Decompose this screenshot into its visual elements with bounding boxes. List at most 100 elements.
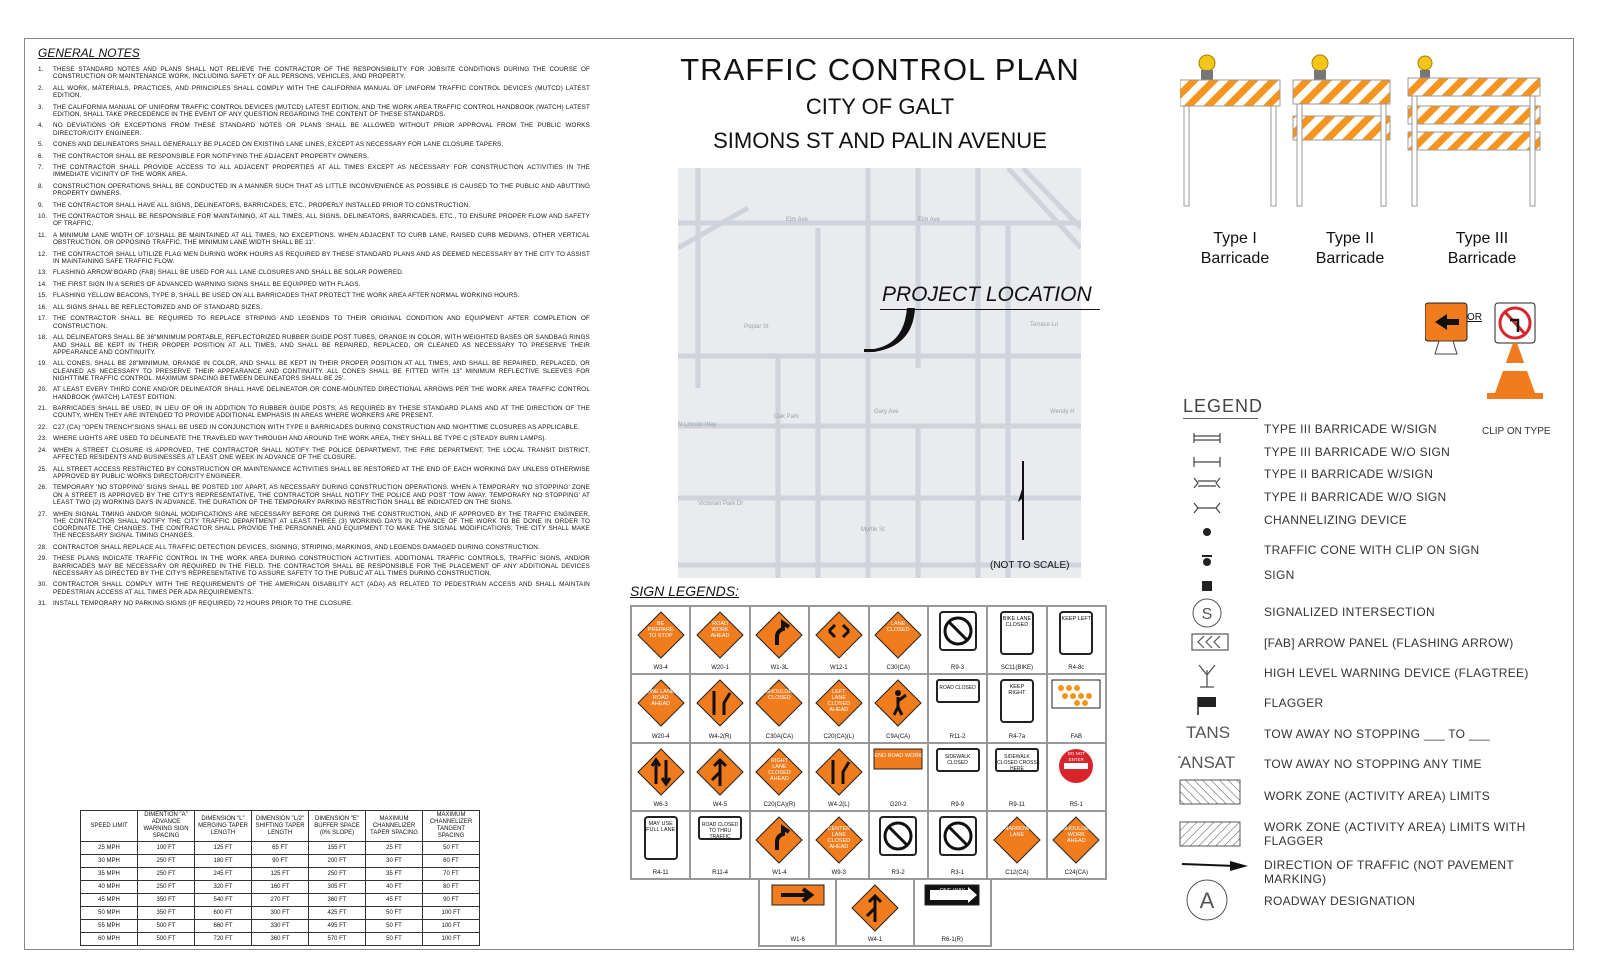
two-way-icon [650,756,671,787]
sign-code: R3-2 [891,870,905,876]
note-number: 13. [38,269,48,277]
sign-code: C9A(CA) [886,733,911,740]
channelizing-device-symbol [1203,528,1211,536]
type-iii-barricade-sign-symbol [1193,433,1221,443]
note-text: All work, materials, practices, and prin… [53,84,590,100]
sign-code: R4-11 [652,870,669,876]
note-text: The contractor shall provide access to a… [53,164,590,179]
dimension-cell: 35 MPH [80,867,138,881]
note-number: 12. [38,250,48,258]
note-number: 21. [38,405,48,413]
location-map: Elm Ave Elm Ave Poplar St Gary Ave Victo… [678,168,1081,578]
note-number: 8. [38,182,44,190]
note-item: 25.All street access restricted by const… [38,466,590,481]
dimension-header-cell: DIMENSION "L" MERGING TAPER LENGTH [194,810,252,842]
sign-cell: W6-3 [631,742,691,811]
dimension-cell: 300 FT [251,906,309,920]
note-text: At least every third cone and/or delinea… [53,386,590,401]
sign-code: C30(CA) [886,665,910,672]
sign-face-text: SHOULDER CLOSED [765,689,796,702]
dimension-cell: 50 FT [365,906,423,920]
note-text: Contractor shall replace all traffic det… [53,543,540,551]
sign-code: W4-2(L) [827,801,850,808]
guide-sign [873,748,923,769]
regulatory-sign [938,815,977,856]
dimension-cell: 30 FT [365,854,423,868]
dimension-cell: 40 MPH [80,880,138,894]
sign-face-text: END ROAD WORK [874,752,923,759]
warning-sign [815,747,863,796]
dimension-cell: 660 FT [194,919,252,933]
dimension-cell: 180 FT [194,854,252,868]
dimension-cell: 30 MPH [80,854,138,868]
sign-face-text: ROAD CLOSED [939,685,976,692]
warning-sign [993,816,1041,864]
street-label: Poplar St [744,324,769,330]
sign-code: W4-2(R) [708,733,732,740]
sign-cell: R3-2 [868,810,928,879]
type-iii-barricade-symbol [1193,457,1221,467]
sign-face-text: SIDEWALK CLOSED [944,753,971,766]
legend-item-label: HIGH LEVEL WARNING DEVICE (FLAGTREE) [1264,666,1529,680]
note-item: 30.Contractor shall comply with the requ… [38,581,590,596]
note-number: 15. [38,292,48,300]
sign-code: W9-3 [831,870,846,876]
sign-face-text: SHOULDER WORK AHEAD [1062,825,1093,844]
dimension-cell: 250 FT [308,867,366,881]
warning-sign [755,816,804,864]
note-text: Barricades shall be used, in lieu of or … [53,405,590,420]
legend-title: LEGEND [1183,396,1264,416]
note-item: 26.Temporary 'No stopping' signs shall b… [38,484,590,506]
warning-sign [755,611,804,659]
flagger-symbol [1197,697,1216,715]
location-name: SIMONS ST AND PALIN AVENUE [713,128,1047,153]
sign-cell: R9-3 [927,606,988,675]
note-item: 31.Install temporary no parking signs (i… [38,600,590,607]
project-location-marker [864,308,915,352]
clip-on-type-label: CLIP ON TYPE [1482,426,1551,437]
note-number: 5. [38,141,44,149]
dimension-cell: 70 FT [422,867,480,881]
dimension-cell: 720 FT [194,932,252,946]
note-text: Where lights are used to delineate the t… [53,435,547,443]
dimension-header-cell: MAXIMUM CHANNELIZER TANGENT SPACING [422,810,480,842]
general-notes: GENERAL NOTES 1.These standard notes and… [38,46,590,612]
sign-legends-title: SIGN LEGENDS: [630,583,739,599]
roadway-letter: A [1200,888,1215,913]
sign-code: W4-5 [712,801,728,808]
dimension-cell: 160 FT [251,880,309,894]
warning-sign [696,679,744,727]
note-item: 27.When signal timing and/or signal modi… [38,511,590,540]
sign-face-text: DO NOT ENTER [1067,750,1086,762]
sign-code: SC11(BIKE) [1000,665,1034,672]
project-location-underline [880,309,1100,310]
sign-face-text: ONE WAY [939,888,966,894]
dimension-cell: 100 FT [422,919,480,933]
general-notes-title: GENERAL NOTES [38,46,140,60]
cone-clip-symbol [1202,555,1212,566]
legend-item-label: WORK ZONE (ACTIVITY AREA) LIMITS WITH FL… [1264,820,1526,848]
dimension-cell: 25 MPH [80,841,138,855]
sign-code: W1-3L [770,665,789,672]
note-number: 26. [38,484,48,492]
sign-face-text: LEFT LANE CLOSED AHEAD [827,689,851,714]
warning-sign [636,679,685,727]
flagtree-symbol [1198,664,1216,688]
note-item: 22.C27 (CA) "Open trench"signs shall be … [38,424,590,431]
sign-face-text: SIDEWALK CLOSED CROSS HERE [997,753,1037,772]
dimension-cell: 360 FT [308,893,366,907]
note-text: These standard notes and plans shall not… [53,66,590,81]
note-text: Install temporary no parking signs (if r… [53,600,354,608]
dimension-cell: 540 FT [194,893,252,907]
